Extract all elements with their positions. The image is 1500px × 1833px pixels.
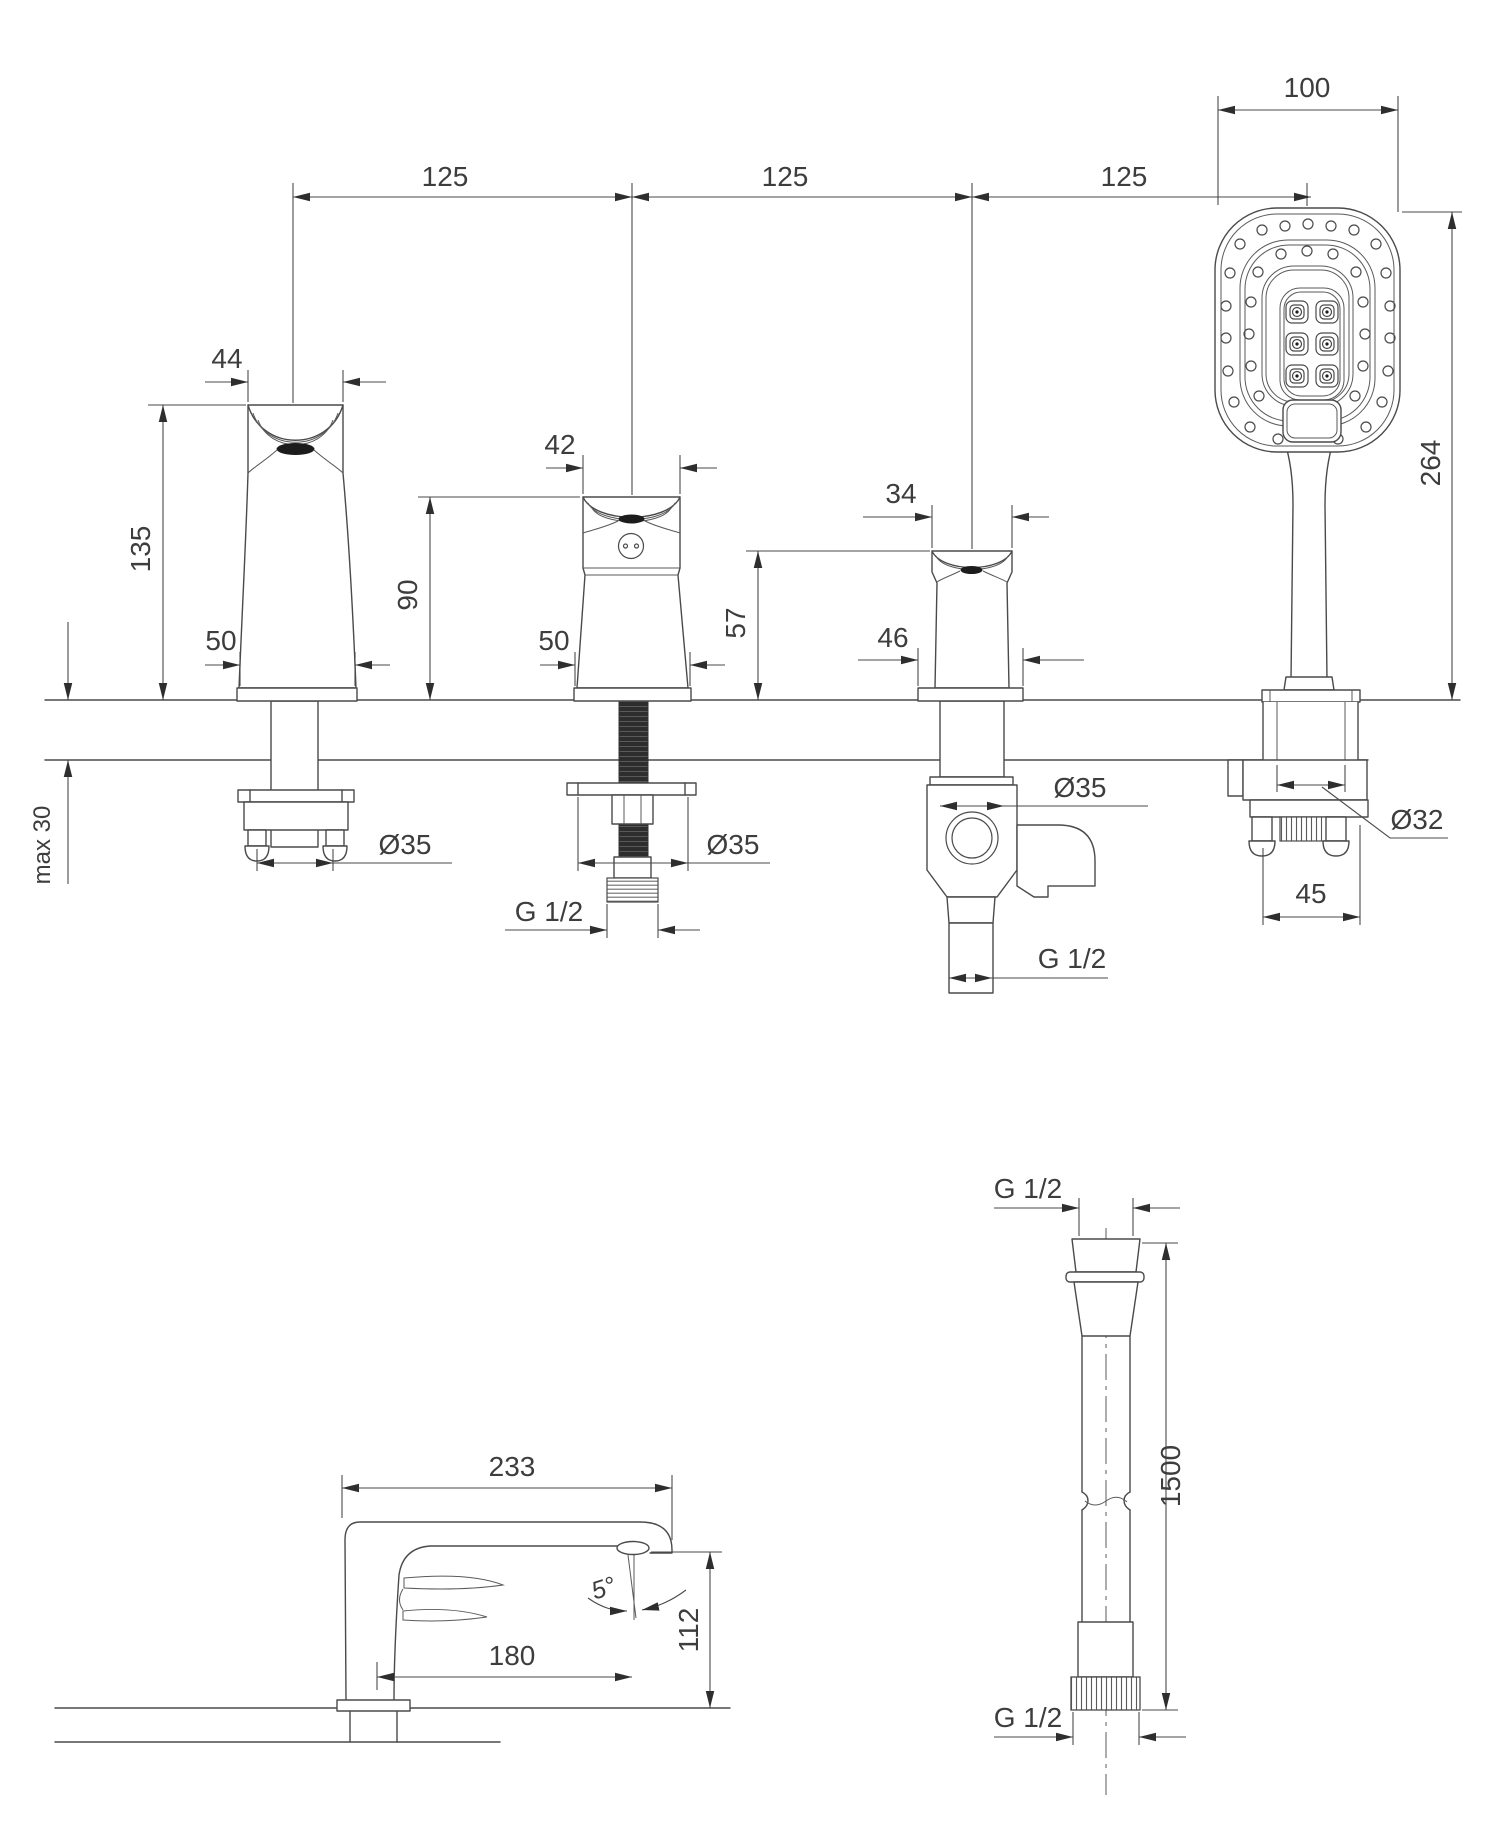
dim-max30: max 30 — [29, 806, 56, 885]
dim-125-1: 125 — [422, 161, 469, 192]
mixer-handle-dimensions: 44 135 50 Ø35 max 30 — [29, 343, 452, 884]
spout-inner-contour — [393, 1545, 618, 1701]
hex-nut — [611, 794, 654, 825]
dim-g12-diverter: G 1/2 — [515, 896, 583, 927]
mixer-handle-unit — [236, 404, 358, 862]
hose-dimensions: G 1/2 1500 G 1/2 — [994, 1173, 1186, 1745]
elbow-arm — [1016, 824, 1096, 898]
hose-break-left — [1081, 1491, 1089, 1511]
dim-44: 44 — [211, 343, 242, 374]
dim-1500: 1500 — [1155, 1445, 1186, 1507]
handshower-dimensions: 100 264 Ø32 45 — [1217, 72, 1462, 925]
screw-head-right — [322, 845, 348, 862]
handle-cap-lens — [276, 443, 315, 455]
dim-125-2: 125 — [762, 161, 809, 192]
dim-g12-valve: G 1/2 — [1038, 943, 1106, 974]
dim-135: 135 — [125, 526, 156, 573]
dim-g12-hose-bottom: G 1/2 — [994, 1702, 1062, 1733]
handle-base-plate — [236, 687, 358, 702]
holder-collar — [1242, 759, 1368, 801]
dim-264: 264 — [1415, 440, 1446, 487]
dim-57: 57 — [720, 607, 751, 638]
spout-detail-line-1 — [403, 1575, 505, 1590]
nozzle-dot-ring-inner — [1243, 245, 1371, 402]
dim-100: 100 — [1284, 72, 1331, 103]
dim-90: 90 — [392, 579, 423, 610]
nozzle-dot-ring-outer — [1220, 218, 1396, 445]
dim-dia32: Ø32 — [1391, 804, 1444, 835]
dim-125-3: 125 — [1101, 161, 1148, 192]
dim-50-handle: 50 — [205, 625, 236, 656]
spout-valve-unit — [917, 550, 1096, 994]
spout-aerator — [616, 1540, 650, 1556]
dim-46: 46 — [877, 622, 908, 653]
diverter-face-plug — [617, 532, 645, 560]
spout-base-flange — [336, 1699, 411, 1712]
handshower-handle — [1283, 439, 1335, 681]
dim-5deg: 5° — [588, 1571, 619, 1605]
dim-50-diverter: 50 — [538, 625, 569, 656]
diverter-body — [576, 496, 689, 689]
dim-112: 112 — [673, 1608, 704, 1653]
diverter-unit — [566, 496, 697, 903]
dim-dia35-valve: Ø35 — [1054, 772, 1107, 803]
diverter-base-plate — [573, 687, 692, 702]
dim-42: 42 — [544, 429, 575, 460]
spacing-dimensions: 125 125 125 — [292, 161, 1311, 549]
valve-base-flange — [917, 687, 1024, 702]
dim-34: 34 — [885, 478, 916, 509]
hose-top-connector — [1071, 1238, 1141, 1273]
shower-hose-view — [1065, 1228, 1145, 1795]
spout-valve-dimensions: 34 57 46 Ø35 G 1/2 — [720, 478, 1148, 983]
handshower-unit — [1214, 207, 1401, 857]
deck-surface-lines — [44, 699, 1461, 761]
holder-flange — [1261, 689, 1361, 703]
spout-outer-contour — [344, 1521, 673, 1701]
hose-bottom-nut — [1070, 1676, 1141, 1711]
g12-male-thread — [606, 877, 659, 903]
dim-dia35-diverter: Ø35 — [707, 829, 760, 860]
spout-side-view — [54, 1521, 731, 1743]
diverter-dimensions: 42 90 50 Ø35 G 1/2 — [392, 429, 770, 938]
dim-180: 180 — [489, 1640, 536, 1671]
hose-break-right — [1123, 1491, 1131, 1511]
dim-233: 233 — [489, 1451, 536, 1482]
center-nozzles — [1285, 300, 1339, 388]
handshower-button — [1282, 399, 1342, 443]
dim-45: 45 — [1295, 878, 1326, 909]
dim-dia35-handle: Ø35 — [379, 829, 432, 860]
spout-detail-line-2 — [402, 1608, 488, 1622]
dim-g12-hose-top: G 1/2 — [994, 1173, 1062, 1204]
elbow-block — [926, 784, 1018, 898]
